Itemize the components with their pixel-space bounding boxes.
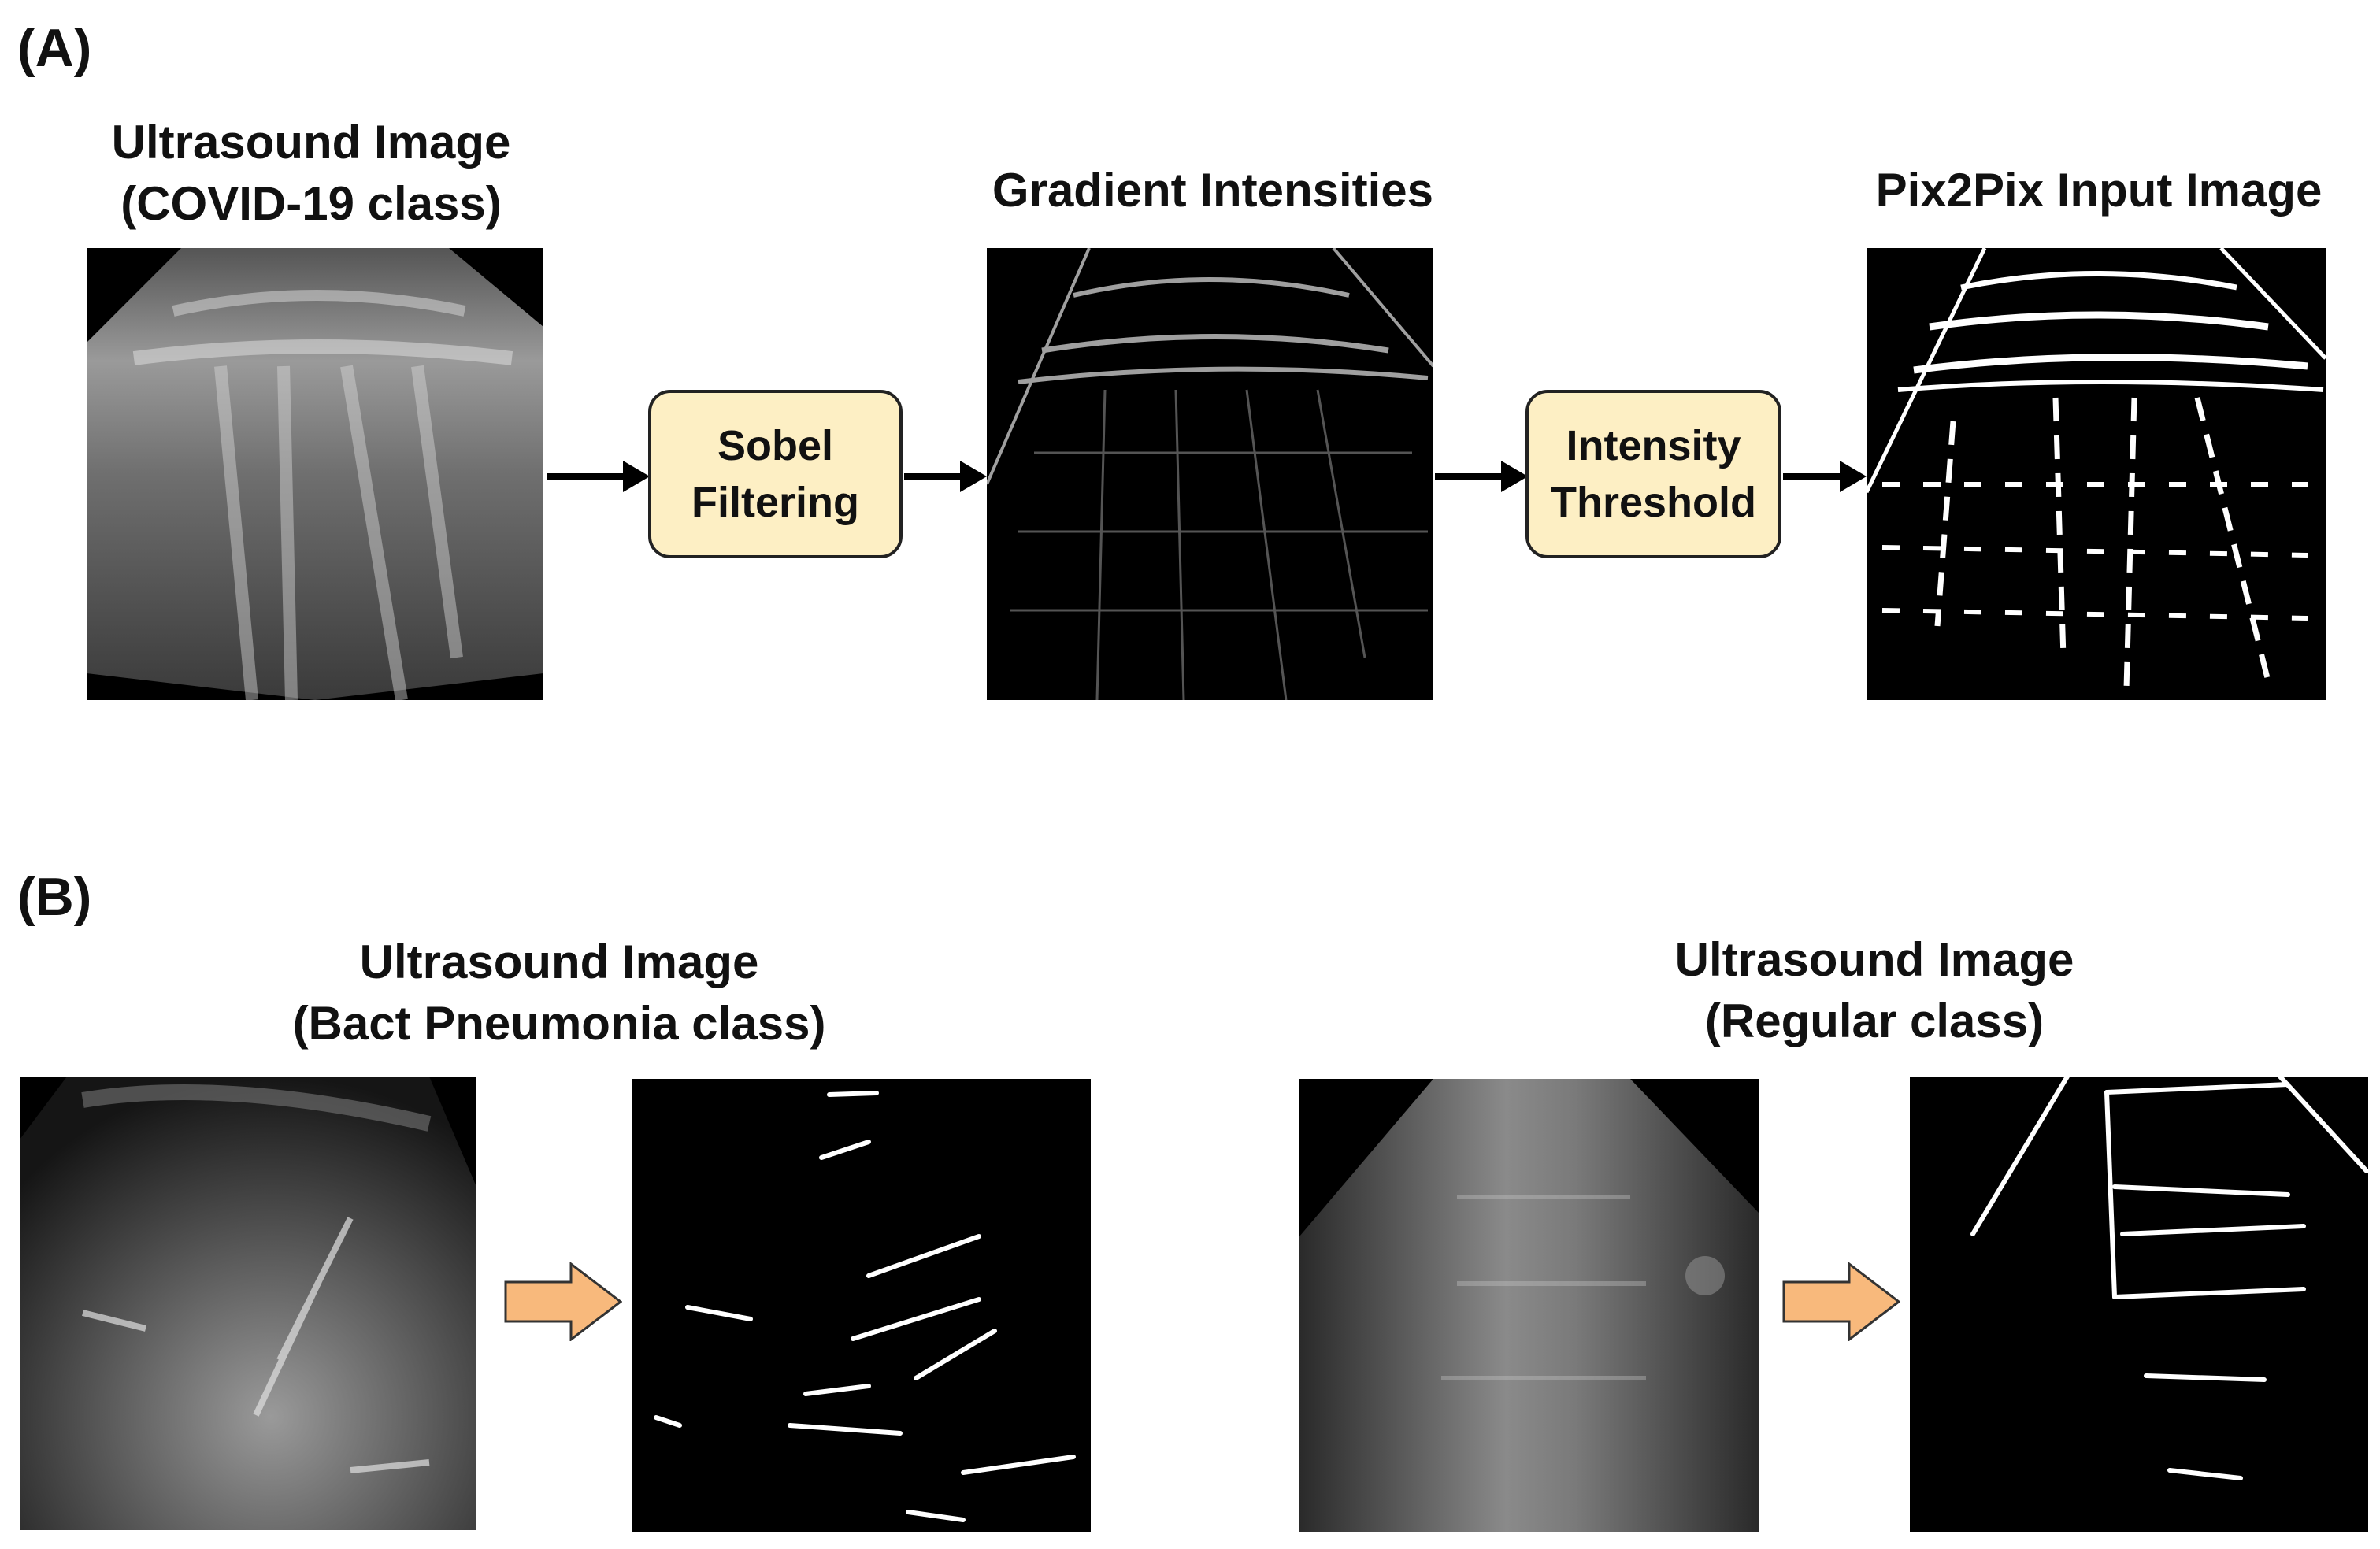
pix2pix-input-image xyxy=(1867,248,2326,700)
regular-mask-image xyxy=(1910,1077,2368,1532)
block-arrow-right xyxy=(1782,1262,1900,1341)
block-arrow-left xyxy=(504,1262,622,1341)
covid-ultrasound-image xyxy=(87,248,543,700)
sobel-filtering-box: Sobel Filtering xyxy=(648,390,903,558)
regular-ultrasound-image xyxy=(1299,1079,1759,1532)
panel-a-label: (A) xyxy=(17,18,92,78)
gradient-intensities-image xyxy=(987,248,1433,700)
bact-pneumonia-ultrasound-image xyxy=(20,1077,476,1530)
gradient-image-caption: Gradient Intensities xyxy=(992,164,1434,217)
pix2pix-image-caption: Pix2Pix Input Image xyxy=(1875,164,2323,217)
input-image-caption: Ultrasound Image (COVID-19 class) xyxy=(111,116,511,230)
bact-pneumonia-caption: Ultrasound Image (Bact Pneumonia class) xyxy=(292,936,826,1050)
arrow-1 xyxy=(547,457,650,496)
intensity-threshold-box: Intensity Threshold xyxy=(1525,390,1781,558)
arrow-3 xyxy=(1435,457,1528,496)
arrow-2 xyxy=(904,457,987,496)
arrow-4 xyxy=(1783,457,1867,496)
panel-b-label: (B) xyxy=(17,867,92,927)
bact-pneumonia-mask-image xyxy=(632,1079,1091,1532)
regular-class-caption: Ultrasound Image (Regular class) xyxy=(1674,933,2074,1047)
